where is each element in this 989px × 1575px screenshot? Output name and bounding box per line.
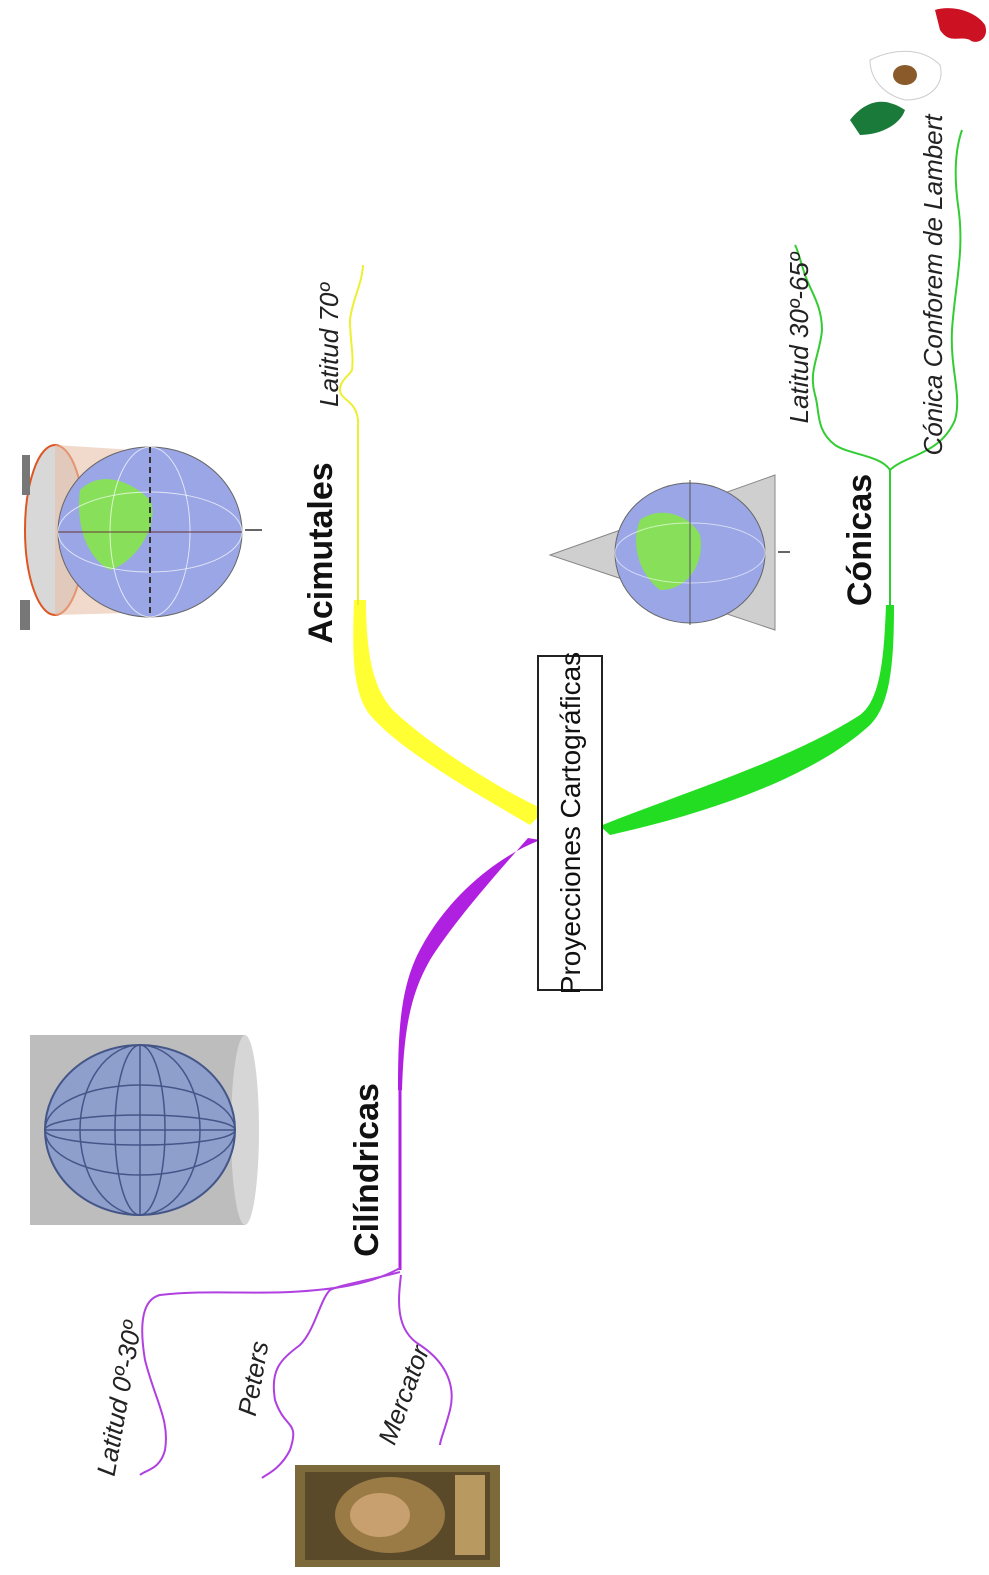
branch-cilindricas — [139, 838, 540, 1479]
branch-cilindricas-line-3 — [398, 1274, 453, 1446]
branch-conicas — [600, 129, 963, 835]
child-label-latitud-0-30: Latitud 0º-30º — [91, 1317, 148, 1478]
branch-label-conicas: Cónicas — [841, 474, 879, 606]
center-label: Proyecciones Cartográficas — [555, 652, 586, 994]
child-label-conica-lambert: Cónica Conforem de Lambert — [918, 113, 948, 456]
center-node: Proyecciones Cartográficas — [537, 652, 603, 994]
branch-acimutales-line — [338, 264, 364, 605]
child-label-latitud-30-65: Latitud 30º-65º — [784, 251, 814, 423]
branch-acimutales — [338, 264, 545, 825]
cylindrical-projection-globe — [30, 1035, 259, 1225]
mexico-flag-map — [850, 8, 987, 135]
branch-label-cilindricas: Cilíndricas — [348, 1083, 386, 1257]
branch-acimutales-thick — [353, 600, 545, 825]
mercator-portrait — [295, 1465, 500, 1567]
branch-label-acimutales: Acimutales — [302, 462, 340, 643]
branch-cilindricas-line-1 — [139, 1267, 401, 1476]
child-label-peters: Peters — [232, 1339, 275, 1418]
child-label-mercator: Mercator — [372, 1340, 436, 1448]
conic-projection-globe — [548, 474, 790, 631]
center-box — [537, 655, 603, 991]
branch-conicas-line-2 — [889, 129, 963, 471]
branch-cilindricas-line-2 — [261, 1271, 401, 1479]
branch-conicas-line-1 — [794, 244, 891, 610]
branch-conicas-thick — [600, 605, 894, 835]
child-label-latitud-70: Latitud 70º — [314, 282, 344, 407]
branch-cilindricas-thick — [398, 838, 540, 1090]
azimuthal-projection-globe — [20, 444, 262, 630]
